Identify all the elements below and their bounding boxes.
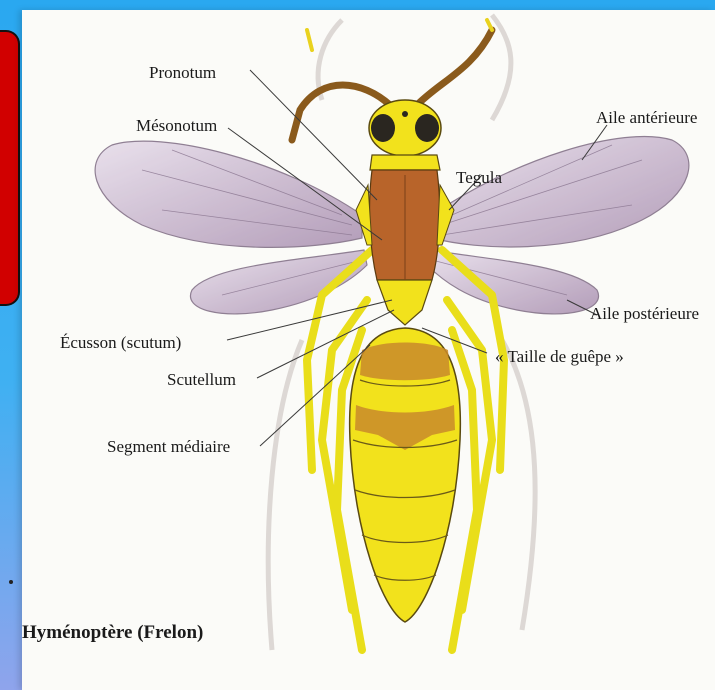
bullet-dot xyxy=(9,580,13,584)
diagram-caption: Hyménoptère (Frelon) xyxy=(22,622,203,643)
abdomen xyxy=(350,328,461,622)
side-panel xyxy=(0,30,20,306)
hornet-diagram: Pronotum Mésonotum Tegula Aile antérieur… xyxy=(22,10,715,690)
label-aile-posterieure: Aile postérieure xyxy=(590,304,699,323)
head xyxy=(369,100,441,156)
left-forewing xyxy=(95,141,362,247)
label-taille-de-guepe: « Taille de guêpe » xyxy=(495,347,624,366)
label-aile-anterieure: Aile antérieure xyxy=(596,108,697,127)
label-mesonotum: Mésonotum xyxy=(136,116,217,135)
label-tegula: Tegula xyxy=(456,168,502,187)
label-scutellum: Scutellum xyxy=(167,370,236,389)
label-ecusson: Écusson (scutum) xyxy=(60,333,181,352)
diagram-card: Pronotum Mésonotum Tegula Aile antérieur… xyxy=(22,10,715,690)
label-pronotum: Pronotum xyxy=(149,63,216,82)
label-segment-mediaire: Segment médiaire xyxy=(107,437,230,456)
